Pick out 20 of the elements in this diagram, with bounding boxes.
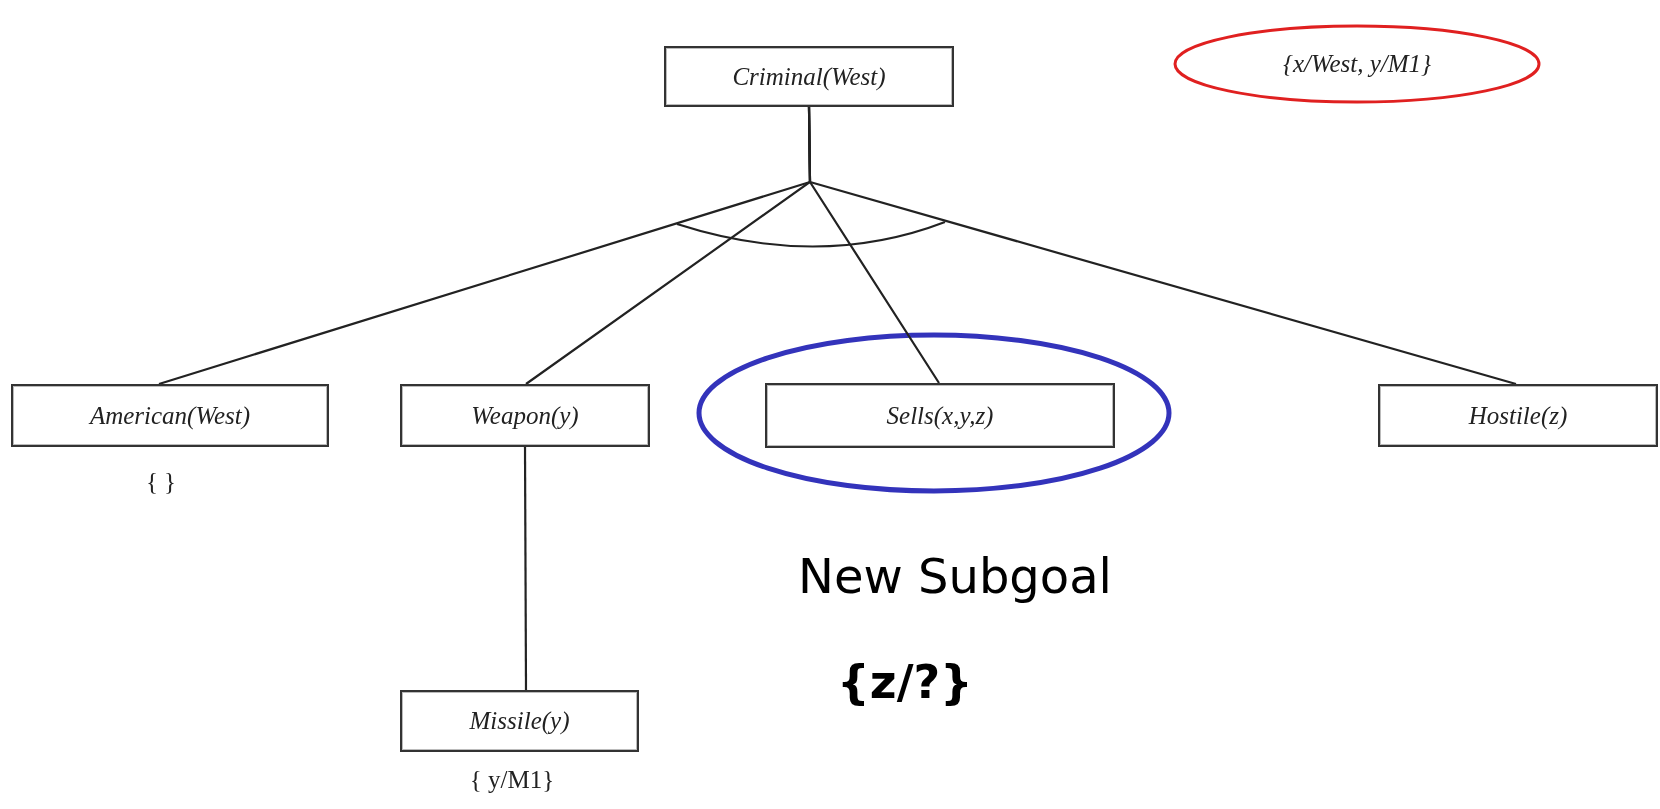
goal-label: American(West) bbox=[89, 401, 251, 430]
tree-edge bbox=[807, 107, 1517, 386]
annotation-text: New Subgoal bbox=[798, 548, 1112, 604]
binding-text: { y/M1} bbox=[469, 766, 555, 794]
goal-label: Missile(y) bbox=[469, 707, 570, 735]
goal-label: Weapon(y) bbox=[471, 401, 579, 430]
goal-box bbox=[11, 384, 329, 447]
goal-label: Hostile(z) bbox=[1468, 401, 1568, 430]
goal-box bbox=[400, 384, 650, 447]
goal-label: Sells(x,y,z) bbox=[886, 401, 994, 430]
goal-box bbox=[1378, 384, 1658, 447]
binding-ellipse bbox=[1173, 24, 1541, 104]
tree-edge bbox=[523, 447, 528, 690]
goal-box bbox=[400, 690, 639, 752]
goal-box bbox=[765, 383, 1115, 448]
goal-box bbox=[664, 46, 954, 107]
binding-text: { } bbox=[145, 468, 177, 496]
binding-text: {x/West, y/M1} bbox=[1282, 50, 1432, 78]
substitution-text: {z/?} bbox=[837, 655, 973, 709]
goal-label: Criminal(West) bbox=[732, 62, 886, 91]
